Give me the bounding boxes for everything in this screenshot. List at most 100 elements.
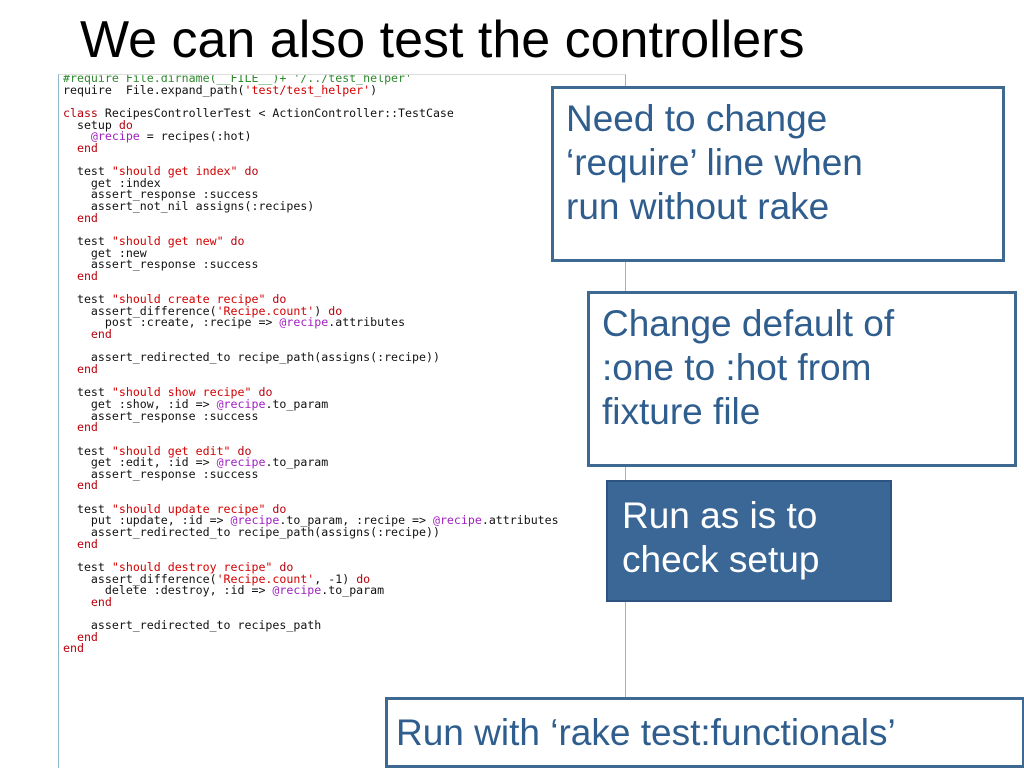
code-line: end [63,594,559,609]
code-line: assert_redirected_to recipe_path(assigns… [63,352,559,364]
code-line: @recipe = recipes(:hot) [63,129,559,144]
code-token: @recipe [216,396,266,411]
callout-line: Need to change [566,98,828,139]
code-token: .to_param [265,455,329,470]
code-token: test [63,501,112,516]
callout-line: Run with ‘rake test:functionals’ [396,712,896,753]
code-token: test [63,559,112,574]
code-token: @recipe [230,513,280,528]
code-token: test [63,233,112,248]
code-token: setup [63,117,119,132]
code-line: delete :destroy, :id => @recipe.to_param [63,583,559,598]
code-token: assert_response :success [63,257,259,272]
code-line: assert_difference('Recipe.count', -1) do [63,571,559,586]
code-token: 'Recipe.count' [216,571,315,586]
code-token: .attributes [328,315,406,330]
code-token: "should show recipe" [111,385,252,400]
callout-line: ‘require’ line when [566,142,863,183]
code-token: assert_redirected_to recipe_path(assigns… [63,524,440,539]
code-token: do [118,117,133,132]
code-token: assert_response :success [63,408,259,423]
code-line: assert_response :success [63,257,559,272]
code-token: require [63,82,112,97]
code-token: assert_redirected_to recipes_path [63,618,322,633]
code-token: end [63,362,98,377]
code-line: assert_response :success [63,189,559,201]
code-line: put :update, :id => @recipe.to_param, :r… [63,515,559,527]
code-token: assert_response :success [63,187,259,202]
code-token: "should update recipe" [111,501,266,516]
code-token: assert_difference( [63,303,217,318]
code-token: "should destroy recipe" [111,559,273,574]
code-token: @recipe [272,583,322,598]
code-token: do [328,303,343,318]
code-token: @recipe [90,129,140,144]
code-token: , -1) [314,571,357,586]
code-line: post :create, :recipe => @recipe.attribu… [63,317,559,329]
code-token: test [63,443,112,458]
code-token: @recipe [432,513,482,528]
code-token: end [63,327,112,342]
code-line: end [63,538,559,551]
code-line: assert_redirected_to recipe_path(assigns… [63,524,559,539]
callout-rake-note: Run with ‘rake test:functionals’ [385,697,1024,768]
code-token: post :create, :recipe => [63,315,280,330]
code-token: end [63,268,98,283]
callout-line: Change default of [602,303,895,344]
code-line: test "should update recipe" do [63,501,559,516]
code-token: @recipe [279,315,329,330]
code-token: .to_param [321,583,385,598]
code-token: end [63,594,112,609]
code-line: assert_response :success [63,408,559,423]
code-line: assert_response :success [63,466,559,481]
code-line: end [63,268,559,283]
code-token: "should get index" [111,164,238,179]
code-token: test [63,385,112,400]
code-token: assert_response :success [63,466,259,481]
code-line: get :edit, :id => @recipe.to_param [63,455,559,470]
code-line: setup do [63,117,559,132]
code-token: get :edit, :id => [63,455,217,470]
code-token: do [230,443,252,458]
code-token: .to_param, :recipe => [279,513,433,528]
callout-line: :one to :hot from [602,347,872,388]
code-token: "should get edit" [111,443,231,458]
code-token: ) [314,303,329,318]
code-token: .attributes [481,513,559,528]
code-block: #require File.dirname(__FILE__)+ '/../te… [63,75,559,656]
code-token: assert_redirected_to recipe_path(assigns… [63,350,440,365]
code-line: end [63,140,559,155]
code-line: #require File.dirname(__FILE__)+ '/../te… [63,75,559,85]
code-token: do [356,571,371,586]
code-line: end [63,480,559,492]
code-line: get :new [63,245,559,260]
callout-line: Run as is to [622,495,818,536]
code-token: end [63,140,98,155]
callout-line: run without rake [566,186,830,227]
code-token: put :update, :id => [63,513,231,528]
slide-title: We can also test the controllers [80,11,805,69]
code-token: end [63,641,84,656]
code-token: get :new [63,245,147,260]
code-token: do [272,559,294,574]
code-token: end [63,210,98,225]
code-token: do [251,385,273,400]
code-line: get :show, :id => @recipe.to_param [63,396,559,411]
callout-line: fixture file [602,391,761,432]
code-line: test "should create recipe" do [63,292,559,307]
code-token: "should get new" [111,233,224,248]
code-line: assert_redirected_to recipes_path [63,618,559,633]
code-token: RecipesControllerTest < ActionController… [97,105,454,120]
code-token: @recipe [216,455,266,470]
code-line: test "should get index" do [63,164,559,179]
code-token: 'Recipe.count' [216,303,315,318]
code-panel: #require File.dirname(__FILE__)+ '/../te… [58,74,626,768]
code-token: test [63,292,112,307]
code-token: end [63,420,98,435]
code-token: = recipes(:hot) [139,129,252,144]
code-token: assert_not_nil assigns(:recipes) [63,199,315,214]
code-token: do [265,292,287,307]
